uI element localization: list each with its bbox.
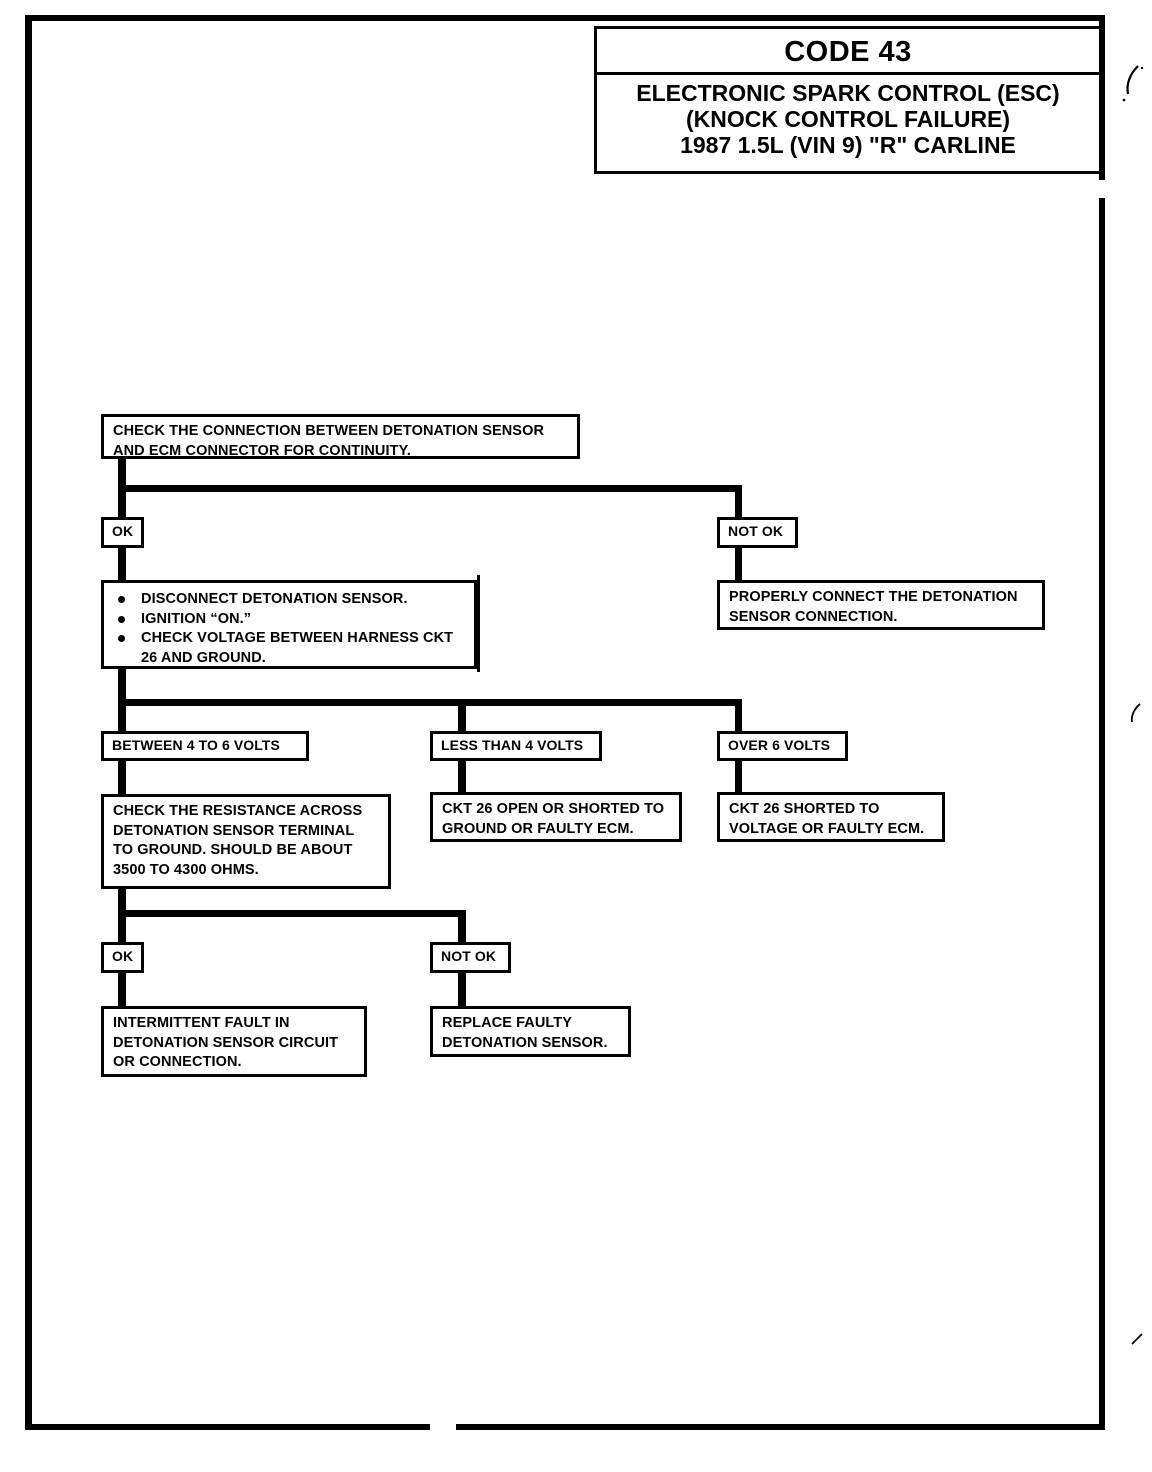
connector-branch1-right-down xyxy=(735,485,742,518)
node-replace-detonation-sensor: REPLACE FAULTY DETONATION SENSOR. xyxy=(430,1006,631,1057)
branch-label-not-ok-1: NOT OK xyxy=(717,517,798,548)
branch-label-ok-1: OK xyxy=(101,517,144,548)
branch-label-not-ok-2: NOT OK xyxy=(430,942,511,973)
list-item-line-1: CHECK VOLTAGE BETWEEN HARNESS CKT xyxy=(141,630,454,646)
scan-edge-gap-bottom xyxy=(430,1420,456,1432)
node-line: GROUND OR FAULTY ECM. xyxy=(442,820,634,837)
list-item: DISCONNECT DETONATION SENSOR. xyxy=(108,590,468,610)
connector-branch2-left-down xyxy=(118,699,126,732)
branch-label-text: NOT OK xyxy=(728,523,784,539)
bullet-icon xyxy=(118,615,125,623)
node-line: PROPERLY CONNECT THE DETONATION xyxy=(729,589,1018,605)
connector-step1-down xyxy=(118,455,126,491)
node-disconnect-instructions: DISCONNECT DETONATION SENSOR. IGNITION “… xyxy=(101,580,477,669)
node-properly-connect: PROPERLY CONNECT THE DETONATION SENSOR C… xyxy=(717,580,1045,630)
page-subtitle-line-3: 1987 1.5L (VIN 9) "R" CARLINE xyxy=(680,132,1016,158)
connector-branch2-right-down xyxy=(735,699,742,732)
node-ckt26-shorted-to-voltage: CKT 26 SHORTED TO VOLTAGE OR FAULTY ECM. xyxy=(717,792,945,842)
scan-artifact-mark-lower xyxy=(1131,1333,1143,1345)
node-line: AND ECM CONNECTOR FOR CONTINUITY. xyxy=(113,442,411,459)
branch-label-text: BETWEEN 4 TO 6 VOLTS xyxy=(112,737,280,753)
branch-label-text: OK xyxy=(112,948,134,964)
title-block: CODE 43 ELECTRONIC SPARK CONTROL (ESC) (… xyxy=(594,26,1102,174)
node-line: DETONATION SENSOR CIRCUIT xyxy=(113,1034,339,1051)
branch-label-over-6-volts: OVER 6 VOLTS xyxy=(717,731,848,761)
connector-branch3-right-down xyxy=(458,910,466,943)
branch-label-text: NOT OK xyxy=(441,948,497,964)
node-line: OR CONNECTION. xyxy=(113,1054,242,1070)
branch-label-between-4-to-6-volts: BETWEEN 4 TO 6 VOLTS xyxy=(101,731,309,761)
connector-notok1-to-result xyxy=(735,547,742,580)
branch-label-text: LESS THAN 4 VOLTS xyxy=(441,737,584,753)
connector-ok1-to-bullets xyxy=(118,547,126,580)
node-line: 3500 TO 4300 OHMS. xyxy=(113,861,259,878)
node-ckt26-open-or-shorted-to-ground: CKT 26 OPEN OR SHORTED TO GROUND OR FAUL… xyxy=(430,792,682,842)
bullet-icon xyxy=(118,596,125,603)
instruction-list: DISCONNECT DETONATION SENSOR. IGNITION “… xyxy=(108,590,468,668)
bullet-icon xyxy=(118,635,125,642)
page-title-code: CODE 43 xyxy=(784,36,912,68)
node-line: DETONATION SENSOR. xyxy=(442,1034,608,1051)
node-line: TO GROUND. SHOULD BE ABOUT xyxy=(113,842,353,858)
connector-bullets-down xyxy=(118,668,126,708)
list-item-line-1: DISCONNECT DETONATION SENSOR. xyxy=(141,591,408,607)
node-line: CHECK THE RESISTANCE ACROSS xyxy=(113,803,363,819)
node-line: CKT 26 SHORTED TO xyxy=(729,801,880,817)
list-item: IGNITION “ON.” xyxy=(108,610,468,630)
connector-resistance-down xyxy=(118,888,126,926)
page-subtitle-line-2: (KNOCK CONTROL FAILURE) xyxy=(685,106,1011,132)
list-item: CHECK VOLTAGE BETWEEN HARNESS CKT 26 AND… xyxy=(108,629,468,668)
scan-artifact-mark-middle xyxy=(1130,703,1141,723)
connector-over-to-result xyxy=(735,760,742,793)
branch-label-ok-2: OK xyxy=(101,942,144,973)
connector-branch1-horizontal xyxy=(118,485,742,492)
title-divider xyxy=(597,72,1099,75)
node-line: SENSOR CONNECTION. xyxy=(729,608,898,625)
connector-branch2-horizontal xyxy=(118,699,742,706)
node-line: CKT 26 OPEN OR SHORTED TO xyxy=(442,801,665,817)
node-line: INTERMITTENT FAULT IN xyxy=(113,1015,290,1031)
node-line: REPLACE FAULTY xyxy=(442,1015,573,1031)
node-check-resistance: CHECK THE RESISTANCE ACROSS DETONATION S… xyxy=(101,794,391,889)
connector-between-to-resistance xyxy=(118,760,126,795)
branch-label-less-than-4-volts: LESS THAN 4 VOLTS xyxy=(430,731,602,761)
connector-branch1-left-down xyxy=(118,485,126,518)
list-item-line-1: IGNITION “ON.” xyxy=(141,610,252,627)
node-line: VOLTAGE OR FAULTY ECM. xyxy=(729,820,925,837)
page-subtitle-line-1: ELECTRONIC SPARK CONTROL (ESC) xyxy=(636,80,1060,106)
node-line: CHECK THE CONNECTION BETWEEN DETONATION … xyxy=(113,423,545,439)
node-check-connection: CHECK THE CONNECTION BETWEEN DETONATION … xyxy=(101,414,580,459)
scan-artifact-mark-top xyxy=(1122,65,1144,102)
branch-label-text: OK xyxy=(112,523,134,539)
connector-branch3-left-down xyxy=(118,910,126,943)
node-intermittent-fault: INTERMITTENT FAULT IN DETONATION SENSOR … xyxy=(101,1006,367,1077)
connector-branch3-horizontal xyxy=(118,910,466,917)
scan-edge-gap-right xyxy=(1098,180,1107,198)
scan-artifact-vertical-line xyxy=(477,575,480,672)
list-item-line-2: 26 AND GROUND. xyxy=(141,649,266,666)
connector-ok2-to-result xyxy=(118,972,126,1006)
connector-less-to-result xyxy=(458,760,466,793)
page-border xyxy=(25,15,1105,1430)
branch-label-text: OVER 6 VOLTS xyxy=(728,737,831,753)
node-line: DETONATION SENSOR TERMINAL xyxy=(113,822,355,839)
connector-branch2-mid-down xyxy=(458,699,466,732)
connector-notok2-to-result xyxy=(458,972,466,1006)
